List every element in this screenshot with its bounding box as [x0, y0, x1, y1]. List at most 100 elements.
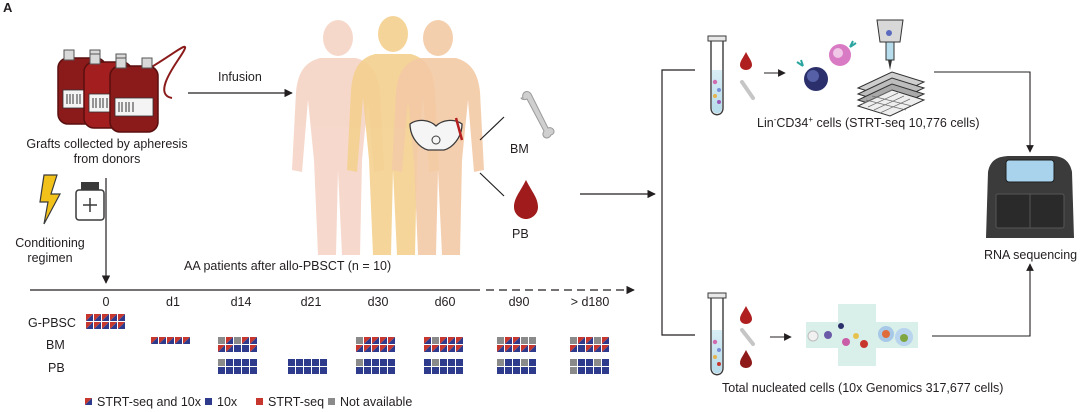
sample-cell-pb-d21 — [288, 359, 295, 366]
branch-line-pb — [479, 172, 505, 197]
legend-swatch-both — [85, 398, 92, 405]
branch-bracket — [661, 69, 695, 336]
sample-cell-pb-d14 — [242, 367, 249, 374]
sample-cell-bm-d180 — [578, 337, 585, 344]
sample-cell-bm-d180 — [586, 345, 593, 352]
sample-cell-pb-d180 — [578, 367, 585, 374]
sample-cell-bm-d60 — [432, 345, 439, 352]
lin-sup-minus: - — [773, 114, 777, 124]
sample-cell-pb-d60 — [440, 359, 447, 366]
legend-swatch-strt — [256, 398, 263, 405]
small-bone-icon — [740, 80, 755, 100]
sample-cell-pb-d90 — [521, 359, 528, 366]
sample-cell-bm-d60 — [448, 337, 455, 344]
sample-cell-bm-d60 — [456, 337, 463, 344]
sample-cell-g-pbsc-0 — [86, 322, 93, 329]
sample-cell-pb-d30 — [388, 359, 395, 366]
sample-cell-pb-d21 — [312, 367, 319, 374]
sample-cell-bm-d30 — [372, 345, 379, 352]
pelvis-icon — [409, 119, 463, 151]
lin-sup-plus: + — [808, 114, 813, 124]
row-label-pb: PB — [48, 361, 65, 375]
sample-cell-pb-d30 — [364, 367, 371, 374]
sample-cell-bm-d60 — [456, 345, 463, 352]
sample-cell-bm-d180 — [602, 337, 609, 344]
timepoint-d1: d1 — [166, 295, 180, 309]
droplet-chip-icon — [806, 304, 918, 366]
timepoint-d60: d60 — [434, 295, 456, 309]
medicine-bottle-icon — [75, 182, 105, 221]
small-blood-drop-icon — [740, 52, 752, 70]
sample-cell-bm-d14 — [218, 337, 225, 344]
sample-cell-bm-d180 — [570, 345, 577, 352]
sample-cell-bm-d180 — [602, 345, 609, 352]
sample-cell-pb-d14 — [226, 359, 233, 366]
lin-suffix: cells (STRT-seq 10,776 cells) — [813, 116, 980, 130]
sample-cell-g-pbsc-0 — [102, 314, 109, 321]
sample-cell-bm-d30 — [388, 345, 395, 352]
sample-cell-pb-d14 — [234, 359, 241, 366]
grafts-label-line1: Grafts collected by apheresis — [26, 137, 188, 151]
row-label-gpbsc: G-PBSC — [28, 316, 76, 330]
branch-line-bm — [479, 116, 505, 141]
sample-cell-bm-d180 — [578, 345, 585, 352]
conditioning-label-line1: Conditioning — [15, 236, 85, 250]
sample-cell-pb-d21 — [296, 367, 303, 374]
sample-cell-bm-d90 — [529, 337, 536, 344]
sample-cell-pb-d60 — [432, 367, 439, 374]
sample-cell-pb-d60 — [448, 367, 455, 374]
lin-prefix: Lin — [757, 116, 774, 130]
sample-cell-g-pbsc-0 — [118, 322, 125, 329]
blood-drop-icon — [514, 180, 538, 219]
test-tube-upper-icon — [707, 35, 727, 116]
sample-cell-pb-d30 — [372, 359, 379, 366]
blood-bags-icon — [57, 45, 187, 133]
sample-cell-bm-d90 — [521, 337, 528, 344]
sample-cell-bm-d30 — [388, 337, 395, 344]
sample-cell-bm-d90 — [513, 345, 520, 352]
sample-cell-g-pbsc-0 — [118, 314, 125, 321]
sample-cell-bm-d180 — [570, 337, 577, 344]
sample-cell-pb-d90 — [521, 367, 528, 374]
sample-cell-pb-d14 — [226, 367, 233, 374]
sample-matrix — [86, 314, 609, 374]
sample-cell-pb-d30 — [356, 359, 363, 366]
sample-cell-pb-d21 — [288, 367, 295, 374]
sample-cell-pb-d180 — [602, 359, 609, 366]
sample-cell-bm-d1 — [175, 337, 182, 344]
rna-sequencing-label: RNA sequencing — [984, 248, 1078, 262]
sample-cell-bm-d14 — [250, 345, 257, 352]
sample-cell-pb-d14 — [218, 359, 225, 366]
timepoint-d180: > d180 — [570, 295, 610, 309]
sample-cell-bm-d180 — [594, 337, 601, 344]
bone-icon — [520, 90, 555, 139]
sample-cell-pb-d60 — [456, 367, 463, 374]
small-bone-icon-2 — [740, 328, 755, 346]
sample-cell-bm-d30 — [364, 345, 371, 352]
sample-cell-g-pbsc-0 — [94, 322, 101, 329]
sample-cell-pb-d30 — [356, 367, 363, 374]
sequencer-icon — [986, 156, 1074, 238]
legend-label-strt: STRT-seq — [268, 395, 325, 409]
sample-cell-bm-d90 — [497, 337, 504, 344]
lin-cd34-cells-label: Lin-CD34+ cells (STRT-seq 10,776 cells) — [757, 114, 980, 131]
sample-cell-pb-d60 — [432, 359, 439, 366]
sample-cell-bm-d1 — [183, 337, 190, 344]
sample-cell-bm-d30 — [372, 337, 379, 344]
sample-cell-bm-d60 — [440, 337, 447, 344]
sample-cell-pb-d30 — [388, 367, 395, 374]
sample-cell-g-pbsc-0 — [94, 314, 101, 321]
sample-cell-pb-d180 — [586, 367, 593, 374]
small-blood-drop-icon-3 — [740, 350, 752, 368]
legend-swatch-na — [328, 398, 335, 405]
legend-label-10x: 10x — [217, 395, 238, 409]
sample-cell-bm-d60 — [448, 345, 455, 352]
needle-mark — [454, 117, 464, 141]
pb-label: PB — [512, 227, 529, 241]
sample-cell-pb-d14 — [242, 359, 249, 366]
sample-cell-bm-d180 — [586, 337, 593, 344]
sample-cell-pb-d60 — [424, 359, 431, 366]
sample-cell-pb-d60 — [448, 359, 455, 366]
